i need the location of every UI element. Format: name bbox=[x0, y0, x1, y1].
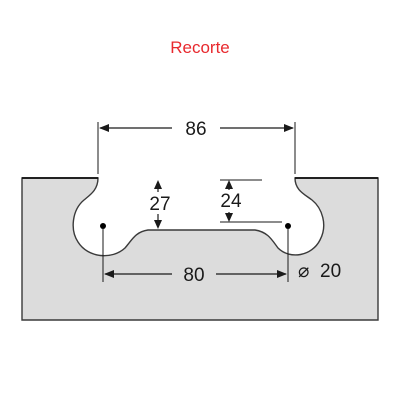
outer-depth-arrow-up bbox=[154, 180, 162, 189]
hole-diameter-label: 20 bbox=[320, 261, 341, 282]
hole-center-left bbox=[100, 223, 106, 229]
diameter-symbol: ⌀ bbox=[298, 261, 309, 282]
arrowhead-right bbox=[284, 124, 294, 132]
diagram-title: Recorte bbox=[170, 38, 230, 57]
hole-spacing-arrow-right bbox=[277, 270, 287, 278]
arrowhead-left bbox=[99, 124, 109, 132]
panel-with-cutout bbox=[21, 177, 379, 321]
hole-spacing-arrow-left bbox=[104, 270, 114, 278]
hole-spacing-label: 80 bbox=[183, 265, 204, 286]
inner-depth-arrow-up bbox=[225, 180, 233, 189]
outer-depth-arrow-down bbox=[154, 220, 162, 229]
outer-depth-label: 27 bbox=[149, 194, 170, 215]
inner-depth-arrow-down bbox=[225, 213, 233, 222]
inner-depth-label: 24 bbox=[220, 191, 242, 212]
overall-width-label: 86 bbox=[185, 119, 206, 140]
hole-center-right bbox=[285, 223, 291, 229]
